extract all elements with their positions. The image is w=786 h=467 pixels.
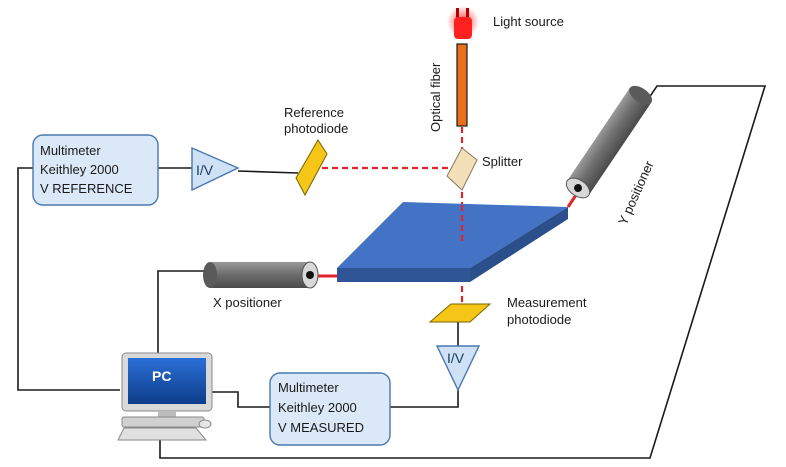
reference-photodiode-label-1: Reference xyxy=(284,105,344,120)
sample-stage xyxy=(337,202,568,282)
reference-multimeter: Multimeter Keithley 2000 V REFERENCE xyxy=(32,134,159,206)
pc-computer: PC xyxy=(117,352,213,441)
measured-multimeter-line-2: Keithley 2000 xyxy=(278,400,357,415)
y-positioner xyxy=(565,85,653,208)
reference-iv-label: I/V xyxy=(196,162,214,178)
optical-fiber xyxy=(456,43,468,127)
measurement-photodiode xyxy=(428,303,492,323)
light-source-label: Light source xyxy=(493,14,564,29)
pc-base xyxy=(121,416,205,428)
x-positioner-body xyxy=(210,262,310,288)
led-body xyxy=(454,17,472,39)
reference-multimeter-pc-cable xyxy=(17,167,120,391)
x-positioner-hole xyxy=(306,271,314,279)
keyboard-icon xyxy=(117,427,208,441)
mouse-icon xyxy=(198,419,212,429)
measured-multimeter-line-1: Multimeter xyxy=(278,380,339,395)
measured-multimeter-box xyxy=(269,372,391,446)
monitor-screen xyxy=(128,358,206,404)
reference-photodiode xyxy=(295,139,328,197)
y-positioner-label: Y positioner xyxy=(615,158,657,227)
x-positioner-label: X positioner xyxy=(213,295,282,310)
reference-photodiode-label-2: photodiode xyxy=(284,121,348,136)
pc-label: PC xyxy=(152,368,171,384)
light-source xyxy=(447,6,479,39)
x-positioner-end-left xyxy=(203,262,217,288)
stage-side xyxy=(470,207,568,282)
x-positioner-cable xyxy=(157,270,204,355)
reference-multimeter-line-1: Multimeter xyxy=(40,143,101,158)
measurement-iv-converter xyxy=(435,345,481,392)
measured-multimeter-line-3: V MEASURED xyxy=(278,420,364,435)
reference-iv-converter xyxy=(191,146,240,192)
measured-multimeter-pc-cable xyxy=(212,391,270,408)
x-positioner xyxy=(203,261,337,289)
y-positioner-hole xyxy=(574,184,582,192)
ref-iv-photodiode-cable xyxy=(237,170,299,174)
splitter xyxy=(446,147,478,191)
reference-multimeter-line-2: Keithley 2000 xyxy=(40,162,119,177)
measured-multimeter: Multimeter Keithley 2000 V MEASURED xyxy=(269,372,391,446)
optical-fiber-label: Optical fiber xyxy=(428,62,443,132)
splitter-label: Splitter xyxy=(482,154,523,169)
measurement-iv-label: I/V xyxy=(447,350,465,366)
y-positioner-body xyxy=(567,87,652,196)
measurement-photodiode-label-1: Measurement xyxy=(507,295,587,310)
measured-multimeter-iv-cable xyxy=(390,390,459,408)
stage-front xyxy=(337,268,470,282)
reference-multimeter-box xyxy=(32,134,159,206)
reference-multimeter-line-3: V REFERENCE xyxy=(40,181,133,196)
monitor-stand xyxy=(158,411,176,417)
y-positioner-end-far xyxy=(629,85,653,105)
stage-top xyxy=(337,202,568,268)
led-pin-right xyxy=(466,8,469,18)
led-pin-left xyxy=(456,8,459,18)
measurement-photodiode-label-2: photodiode xyxy=(507,312,571,327)
